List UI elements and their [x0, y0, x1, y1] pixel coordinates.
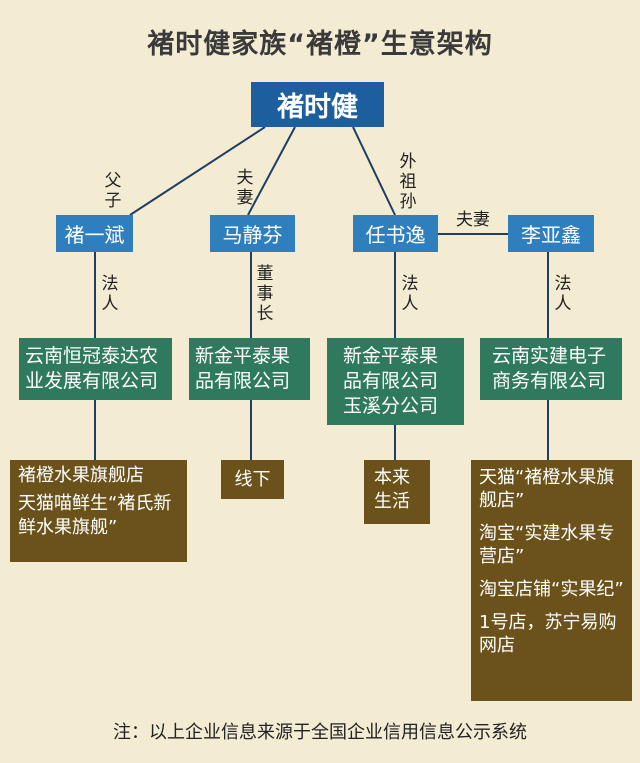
- role-label-1: 法 人: [101, 274, 119, 314]
- source-note: 注：以上企业信息来源于全国企业信用信息公示系统: [113, 722, 527, 743]
- channel-item: 天猫喵鲜生“褚氏新鲜水果旗舰”: [18, 493, 172, 538]
- channel-node-3: 本来生活: [364, 460, 430, 524]
- relation-label-couple: 夫妻: [456, 210, 490, 230]
- channel-item: 本来生活: [374, 467, 410, 512]
- relation-label-father-son: 父 子: [104, 171, 122, 211]
- role-label-3: 法 人: [401, 274, 419, 314]
- channel-item: 1号店，苏宁易购网店: [479, 612, 617, 656]
- channel-node-4: 天猫“褚橙水果旗舰店” 淘宝“实建水果专营店” 淘宝店铺“实果纪” 1号店，苏宁…: [471, 460, 632, 701]
- channel-item: 线下: [234, 468, 271, 490]
- company-node-1: 云南恒冠泰达农业发展有限公司: [19, 338, 172, 400]
- company-name-2: 新金平泰果品有限公司: [195, 345, 291, 392]
- company-node-4: 云南实建电子商务有限公司: [480, 338, 622, 400]
- relation-label-grandchild: 外 祖 孙: [399, 152, 417, 212]
- company-name-3: 新金平泰果品有限公司玉溪分公司: [343, 345, 439, 417]
- person-node-3: 任书逸: [353, 215, 438, 252]
- channel-item: 天猫“褚橙水果旗舰店”: [479, 467, 615, 511]
- channel-item: 淘宝店铺“实果纪”: [479, 579, 624, 600]
- page-title: 褚时健家族“褚橙”生意架构: [147, 29, 493, 60]
- company-node-3: 新金平泰果品有限公司玉溪分公司: [327, 338, 464, 425]
- channel-node-1: 褚橙水果旗舰店 天猫喵鲜生“褚氏新鲜水果旗舰”: [10, 460, 187, 562]
- company-name-4: 云南实建电子商务有限公司: [492, 345, 607, 392]
- person-node-2: 马静芬: [210, 215, 295, 252]
- person-node-4: 李亚鑫: [508, 215, 594, 252]
- relation-label-spouse: 夫 妻: [236, 168, 254, 208]
- channel-item: 淘宝“实建水果专营店”: [479, 523, 615, 567]
- channel-node-2: 线下: [221, 460, 284, 499]
- company-node-2: 新金平泰果品有限公司: [189, 338, 310, 400]
- channel-item: 褚橙水果旗舰店: [18, 465, 144, 486]
- role-label-2: 董 事 长: [256, 264, 274, 324]
- person-node-1: 褚一斌: [56, 215, 133, 252]
- role-label-4: 法 人: [554, 274, 572, 314]
- company-name-1: 云南恒冠泰达农业发展有限公司: [25, 345, 159, 392]
- root-node: 褚时健: [251, 82, 384, 127]
